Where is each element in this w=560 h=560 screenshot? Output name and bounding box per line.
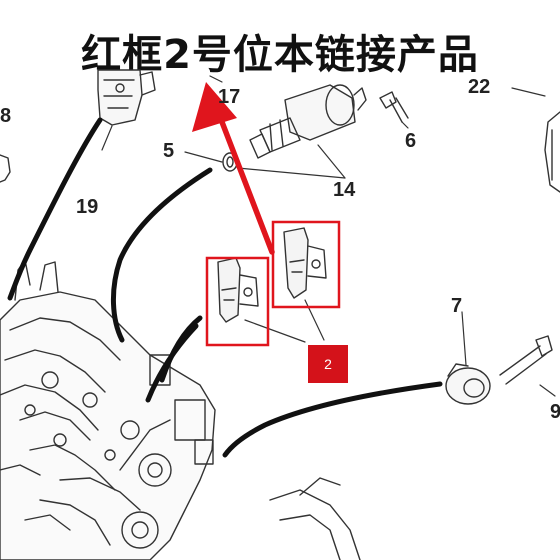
highlight-box-left xyxy=(205,256,270,347)
bolt-6 xyxy=(379,91,409,123)
callout-5: 5 xyxy=(163,140,174,162)
badge-label: 2 xyxy=(324,356,332,372)
callout-14: 14 xyxy=(333,179,356,201)
sensor-b xyxy=(283,227,327,299)
solenoid-14 xyxy=(249,84,367,159)
highlight-box-right xyxy=(271,220,341,309)
bracket-19 xyxy=(97,69,156,126)
engine-block xyxy=(0,259,216,560)
sensor-a xyxy=(217,257,259,323)
callout-17: 17 xyxy=(218,86,240,108)
badge xyxy=(308,345,348,383)
tensioner-7 xyxy=(445,335,553,405)
bottom-right-part xyxy=(269,477,361,560)
part-22 xyxy=(544,111,560,193)
red-arrow xyxy=(192,82,275,255)
page-title: 红框2号位本链接产品 xyxy=(81,32,479,78)
callout-7: 7 xyxy=(451,295,462,317)
callout-22: 22 xyxy=(468,76,490,98)
callout-8: 8 xyxy=(0,105,11,127)
callout-19: 19 xyxy=(76,196,98,218)
part-8 xyxy=(0,154,11,183)
callout-6: 6 xyxy=(405,130,416,152)
callout-9: 9 xyxy=(550,401,560,423)
thick-link-lines xyxy=(7,117,443,458)
